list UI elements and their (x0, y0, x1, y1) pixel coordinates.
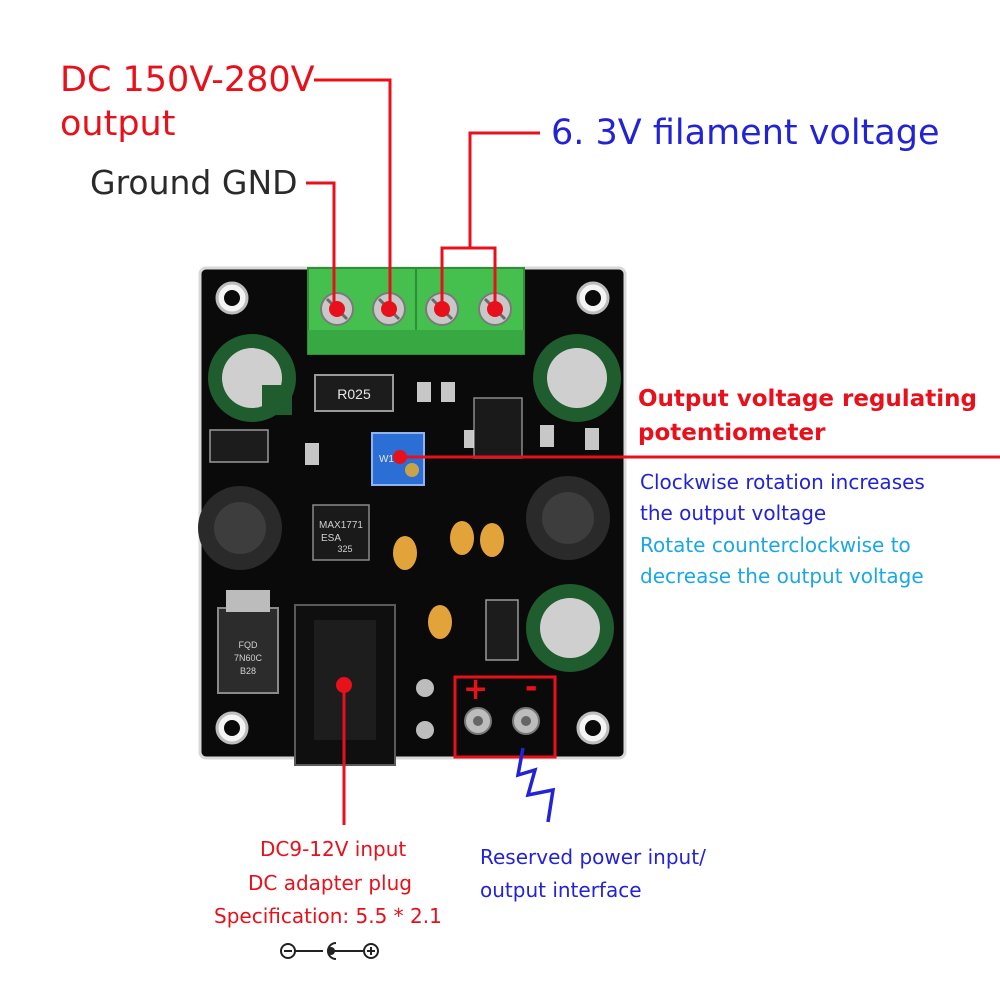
red-leaders (306, 78, 1000, 825)
mosfet-marking-3: B28 (240, 666, 256, 676)
mosfet-marking-2: 7N60C (234, 653, 263, 663)
pcb-board: R025 MAX1771 ESA 325 FQD 7N60C B28 W103 (198, 266, 627, 766)
mosfet (217, 607, 279, 694)
driver-ic (473, 397, 523, 459)
ic-marking-line1: MAX1771 (319, 520, 363, 531)
filament-label: 6. 3V filament voltage (551, 113, 940, 153)
resistor-marking: R025 (337, 386, 371, 402)
ic-marking-line2: ESA (321, 533, 341, 544)
electrolytic-capacitors (208, 334, 621, 672)
shunt-resistor (314, 374, 394, 412)
hv-output-label-line1: DC 150V-280V (60, 60, 315, 100)
ceramic-capacitors (393, 521, 504, 639)
indicator-dot-icon (329, 301, 503, 693)
reserved-interface-highlight (453, 675, 557, 759)
mounting-holes (215, 281, 610, 745)
clockwise-line2: the output voltage (640, 501, 827, 525)
input-label-line2: DC adapter plug (248, 871, 412, 895)
reserved-header (416, 679, 540, 739)
pot-title-line2: potentiometer (638, 420, 826, 446)
input-label-line3: Specification: 5.5 * 2.1 (214, 904, 442, 928)
controller-ic (312, 504, 370, 561)
ground-label: Ground GND (90, 163, 298, 202)
counterclockwise-line1: Rotate counterclockwise to (640, 533, 911, 557)
lightning-bolt-icon (515, 747, 556, 823)
ic-marking-line3: 325 (337, 544, 352, 554)
pot-marking: W103 (379, 454, 406, 465)
reserved-label-line2: output interface (480, 878, 642, 902)
hv-output-label-line2: output (60, 104, 176, 144)
input-label-line1: DC9-12V input (260, 837, 407, 861)
schottky-diode (485, 599, 519, 661)
inductors (198, 476, 610, 570)
terminal-block (307, 267, 525, 355)
plus-sign: + (463, 672, 489, 707)
clockwise-line1: Clockwise rotation increases (640, 470, 925, 494)
mosfet-tab (226, 590, 270, 612)
minus-sign: - (525, 670, 538, 705)
reserved-label-line1: Reserved power input/ (480, 845, 706, 869)
pot-title-line1: Output voltage regulating (638, 386, 977, 412)
counterclockwise-line2: decrease the output voltage (640, 564, 924, 588)
power-polarity-icon (280, 942, 379, 960)
mosfet-marking-1: FQD (239, 640, 258, 650)
